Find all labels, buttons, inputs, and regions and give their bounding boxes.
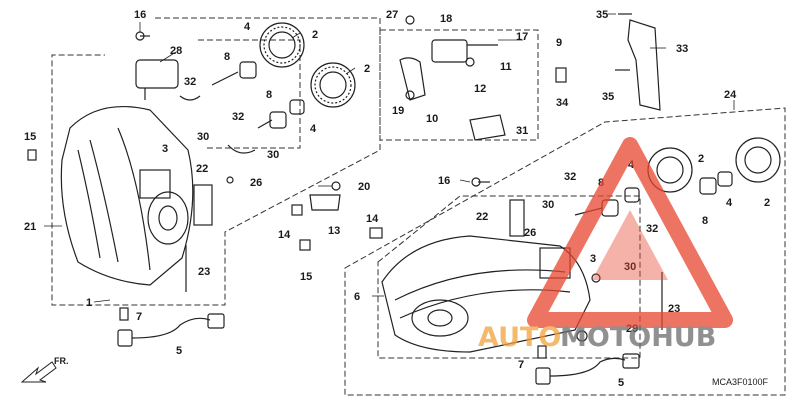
callout-label: 24 [724,89,737,101]
left-headlight-housing [60,105,194,286]
callout-label: 13 [328,225,340,237]
callout-label: 32 [184,76,196,88]
callout-label: 5 [176,345,182,357]
callout-label: 15 [300,271,312,283]
diagram-code: MCA3F0100F [712,377,769,387]
callouts-left: 16 28 32 8 4 2 2 8 4 32 3 30 30 15 21 22… [24,9,370,357]
callout-label: 35 [596,9,608,21]
callout-label: 32 [232,111,244,123]
callout-label: 4 [628,159,635,171]
right-bulb-socket-harness [535,345,640,385]
callout-label: 35 [602,91,614,103]
left-bulb-lower [257,99,305,129]
callouts-top: 27 18 17 9 11 12 19 10 34 31 35 33 35 [386,9,688,137]
top-subassembly-frame [379,29,539,141]
left-wiring-clips [179,95,256,154]
callout-label: 34 [556,97,569,109]
callout-label: 4 [244,21,251,33]
callout-label: 19 [392,105,404,117]
callout-label: 4 [310,123,317,135]
left-dust-cover-lower [310,62,356,108]
left-bulb-upper [211,61,257,86]
callout-label: 26 [250,177,262,189]
callout-label: 2 [764,197,770,209]
callout-label: 32 [564,171,576,183]
callout-label: 30 [267,149,279,161]
callout-label: 8 [266,89,272,101]
callout-label: 16 [438,175,450,187]
left-bulb-socket-harness [117,307,225,347]
callout-label: 3 [590,253,596,265]
right-inner-frame [377,195,641,359]
callout-label: 30 [624,261,636,273]
callout-label: 7 [518,359,524,371]
callout-label: 23 [198,266,210,278]
callout-label: 22 [196,163,208,175]
left-assembly-frame [51,17,381,306]
callout-label: 22 [476,211,488,223]
callout-label: 30 [542,199,554,211]
callout-label: 2 [698,153,704,165]
callout-label: 31 [516,125,528,137]
callout-label: 3 [162,143,168,155]
watermark-text-motohub: MOTOHUB [560,322,716,353]
callout-label: 20 [358,181,370,193]
right-assembly-frame [344,107,786,396]
callout-label: 1 [86,297,92,309]
callout-label: 4 [726,197,733,209]
callout-label: 5 [618,377,624,389]
top-relay-parts [399,15,567,141]
callout-label: 2 [364,63,370,75]
watermark-text-auto: AUTO [478,322,561,353]
mounting-bracket [615,13,661,111]
callout-label: 10 [426,113,438,125]
headlight-adjuster-unit [135,59,179,100]
callouts-right: 24 2 2 4 4 8 8 16 14 32 30 22 26 3 32 30… [354,89,770,389]
callout-label: 2 [312,29,318,41]
callout-label: 33 [676,43,688,55]
callout-label: 14 [278,229,291,241]
callout-label: 18 [440,13,452,25]
watermark-logo: AUTO MOTOHUB [478,137,733,353]
left-dust-cover-upper [259,22,305,68]
callout-label: 14 [366,213,379,225]
callout-label: 21 [24,221,36,233]
callout-label: 32 [646,223,658,235]
callout-label: 7 [136,311,142,323]
callout-label: 16 [134,9,146,21]
callout-label: 12 [474,83,486,95]
left-bolts [27,31,234,292]
leader-lines [44,13,735,303]
front-direction-arrow: FR. [20,356,69,383]
callout-label: 28 [170,45,182,57]
callout-label: 30 [197,131,209,143]
direction-label: FR. [54,356,69,366]
callout-label: 8 [702,215,708,227]
callout-label: 6 [354,291,360,303]
callout-label: 26 [524,227,536,239]
callout-label: 17 [516,31,528,43]
callout-label: 9 [556,37,562,49]
callout-label: 27 [386,9,398,21]
mid-clips [291,181,383,251]
callout-label: 11 [500,61,512,73]
callout-label: 15 [24,131,36,143]
callout-label: 8 [224,51,230,63]
right-dust-cover-b [735,137,781,183]
